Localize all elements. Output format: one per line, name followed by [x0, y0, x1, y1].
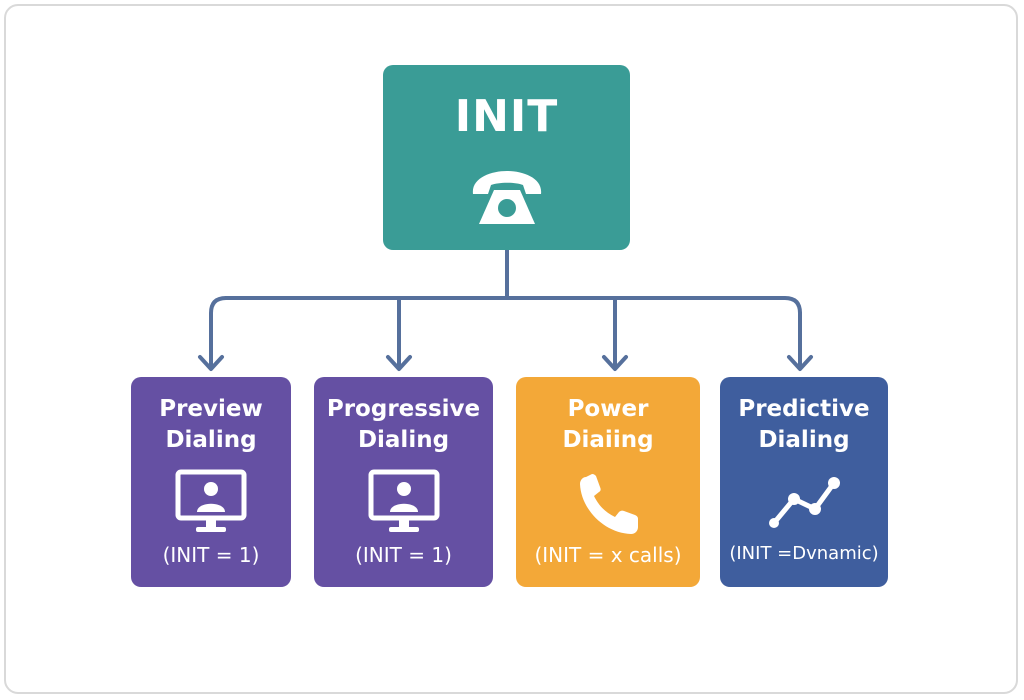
method-formula: (INIT =Dvnamic)	[729, 543, 879, 564]
method-formula: (INIT = 1)	[162, 543, 260, 567]
arrowhead-preview	[198, 355, 224, 371]
method-formula: (INIT = x calls)	[534, 543, 682, 567]
arrowhead-progressive	[386, 355, 412, 371]
method-power-dialing: Power Diaiing (INIT = x calls)	[516, 377, 700, 587]
monitor-user-icon	[368, 469, 439, 532]
method-progressive-dialing: Progressive Dialing (INIT = 1)	[314, 377, 493, 587]
method-label-line2: Diaiing	[562, 427, 654, 453]
phone-handset-icon	[580, 474, 638, 534]
method-label-line2: Dialing	[758, 427, 850, 453]
connector-branch-preview	[209, 296, 228, 368]
method-label-line1: Predictive	[738, 396, 870, 422]
method-label: Predictive Dialing	[720, 394, 888, 456]
arrowhead-power	[602, 355, 628, 371]
telephone-icon	[472, 171, 542, 224]
monitor-user-icon	[175, 469, 247, 532]
method-predictive-dialing: Predictive Dialing (INIT =Dvnamic)	[720, 377, 888, 587]
method-label-line1: Preview	[159, 396, 263, 422]
init-node: INIT	[383, 65, 630, 250]
init-title: INIT	[454, 91, 559, 142]
method-label: Preview Dialing	[131, 394, 291, 456]
arrowhead-predictive	[787, 355, 813, 371]
method-label-line2: Dialing	[357, 427, 450, 453]
method-label-line1: Power	[567, 396, 649, 422]
method-label: Progressive Dialing	[314, 394, 493, 456]
connector-bus	[224, 296, 802, 315]
method-label: Power Diaiing	[516, 394, 700, 456]
method-label-line1: Progressive	[326, 396, 481, 422]
trend-line-icon	[769, 477, 840, 528]
method-label-line2: Dialing	[165, 427, 257, 453]
method-formula: (INIT = 1)	[355, 543, 452, 567]
method-preview-dialing: Preview Dialing (INIT = 1)	[131, 377, 291, 587]
